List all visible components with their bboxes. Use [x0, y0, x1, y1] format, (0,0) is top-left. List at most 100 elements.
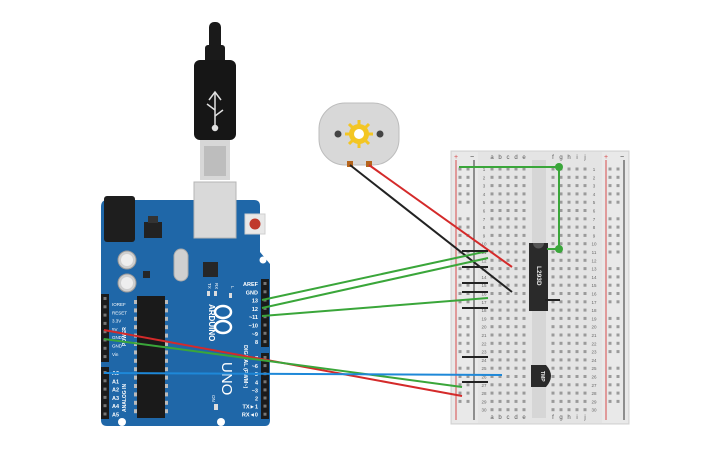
breadboard-hole[interactable] — [506, 408, 510, 412]
breadboard-hole[interactable] — [559, 366, 563, 370]
breadboard-hole[interactable] — [514, 358, 518, 362]
header-hole[interactable] — [103, 321, 107, 325]
breadboard-hole[interactable] — [583, 391, 587, 395]
breadboard-hole[interactable] — [498, 341, 502, 345]
breadboard-hole[interactable] — [522, 308, 526, 312]
breadboard-hole[interactable] — [583, 341, 587, 345]
breadboard-hole[interactable] — [522, 283, 526, 287]
rail-hole[interactable] — [616, 300, 620, 304]
breadboard-hole[interactable] — [506, 217, 510, 221]
breadboard-hole[interactable] — [490, 192, 494, 196]
breadboard-hole[interactable] — [551, 375, 555, 378]
breadboard-hole[interactable] — [522, 167, 526, 171]
rail-hole[interactable] — [466, 333, 470, 337]
breadboard-hole[interactable] — [567, 325, 571, 329]
breadboard-hole[interactable] — [559, 408, 563, 412]
rail-hole[interactable] — [466, 167, 470, 171]
rail-hole[interactable] — [608, 267, 612, 271]
breadboard-hole[interactable] — [490, 283, 494, 287]
rail-hole[interactable] — [608, 283, 612, 287]
breadboard-hole[interactable] — [514, 333, 518, 337]
breadboard-hole[interactable] — [575, 217, 579, 221]
breadboard-hole[interactable] — [583, 209, 587, 212]
breadboard-hole[interactable] — [583, 375, 587, 378]
breadboard-hole[interactable] — [559, 375, 563, 378]
breadboard-hole[interactable] — [551, 192, 555, 196]
breadboard-hole[interactable] — [506, 341, 510, 345]
breadboard-hole[interactable] — [575, 175, 579, 179]
breadboard-hole[interactable] — [522, 366, 526, 370]
breadboard-hole[interactable] — [514, 399, 518, 403]
breadboard-hole[interactable] — [506, 383, 510, 387]
header-hole[interactable] — [103, 379, 107, 383]
breadboard-hole[interactable] — [551, 350, 555, 354]
rail-hole[interactable] — [458, 200, 462, 204]
breadboard-hole[interactable] — [559, 233, 563, 237]
rail-hole[interactable] — [616, 325, 620, 329]
rail-hole[interactable] — [466, 292, 470, 295]
breadboard-hole[interactable] — [514, 167, 518, 171]
header-hole[interactable] — [103, 346, 107, 350]
rail-hole[interactable] — [616, 225, 620, 229]
breadboard-hole[interactable] — [551, 308, 555, 312]
header-hole[interactable] — [263, 396, 267, 400]
breadboard-hole[interactable] — [498, 325, 502, 329]
breadboard-hole[interactable] — [583, 275, 587, 279]
breadboard-hole[interactable] — [551, 366, 555, 370]
breadboard-hole[interactable] — [583, 308, 587, 312]
header-hole[interactable] — [103, 330, 107, 334]
breadboard-hole[interactable] — [498, 242, 502, 246]
breadboard-hole[interactable] — [514, 383, 518, 387]
breadboard-hole[interactable] — [498, 217, 502, 221]
rail-hole[interactable] — [616, 366, 620, 370]
breadboard-hole[interactable] — [551, 391, 555, 395]
breadboard-hole[interactable] — [559, 292, 563, 295]
breadboard-hole[interactable] — [551, 325, 555, 329]
rail-hole[interactable] — [616, 233, 620, 237]
breadboard-hole[interactable] — [567, 366, 571, 370]
rail-hole[interactable] — [608, 292, 612, 295]
breadboard-hole[interactable] — [514, 292, 518, 295]
breadboard-hole[interactable] — [506, 325, 510, 329]
breadboard-hole[interactable] — [490, 167, 494, 171]
breadboard-hole[interactable] — [559, 391, 563, 395]
rail-hole[interactable] — [616, 350, 620, 354]
breadboard-hole[interactable] — [567, 275, 571, 279]
rail-hole[interactable] — [466, 391, 470, 395]
breadboard-hole[interactable] — [583, 167, 587, 171]
breadboard-hole[interactable] — [490, 209, 494, 212]
breadboard-hole[interactable] — [506, 267, 510, 271]
breadboard-hole[interactable] — [583, 267, 587, 271]
rail-hole[interactable] — [466, 184, 470, 188]
breadboard-hole[interactable] — [567, 283, 571, 287]
header-hole[interactable] — [103, 404, 107, 408]
breadboard-hole[interactable] — [583, 250, 587, 254]
breadboard-hole[interactable] — [514, 217, 518, 221]
breadboard-hole[interactable] — [551, 408, 555, 412]
breadboard-hole[interactable] — [575, 366, 579, 370]
breadboard-hole[interactable] — [490, 333, 494, 337]
breadboard-hole[interactable] — [506, 308, 510, 312]
breadboard-hole[interactable] — [551, 242, 555, 246]
rail-hole[interactable] — [466, 325, 470, 329]
breadboard-hole[interactable] — [522, 375, 526, 378]
rail-hole[interactable] — [616, 200, 620, 204]
breadboard-hole[interactable] — [498, 225, 502, 229]
breadboard-hole[interactable] — [490, 399, 494, 403]
breadboard-hole[interactable] — [583, 175, 587, 179]
breadboard-hole[interactable] — [498, 350, 502, 354]
breadboard-hole[interactable] — [559, 325, 563, 329]
header-hole[interactable] — [263, 364, 267, 368]
breadboard-hole[interactable] — [567, 408, 571, 412]
breadboard-hole[interactable] — [506, 391, 510, 395]
breadboard-hole[interactable] — [514, 250, 518, 254]
breadboard-hole[interactable] — [506, 209, 510, 212]
breadboard-hole[interactable] — [559, 350, 563, 354]
breadboard-hole[interactable] — [583, 184, 587, 188]
breadboard-hole[interactable] — [490, 292, 494, 295]
breadboard-hole[interactable] — [559, 308, 563, 312]
breadboard-hole[interactable] — [583, 300, 587, 304]
dc-motor[interactable] — [318, 102, 400, 167]
breadboard-hole[interactable] — [514, 341, 518, 345]
breadboard-hole[interactable] — [575, 200, 579, 204]
